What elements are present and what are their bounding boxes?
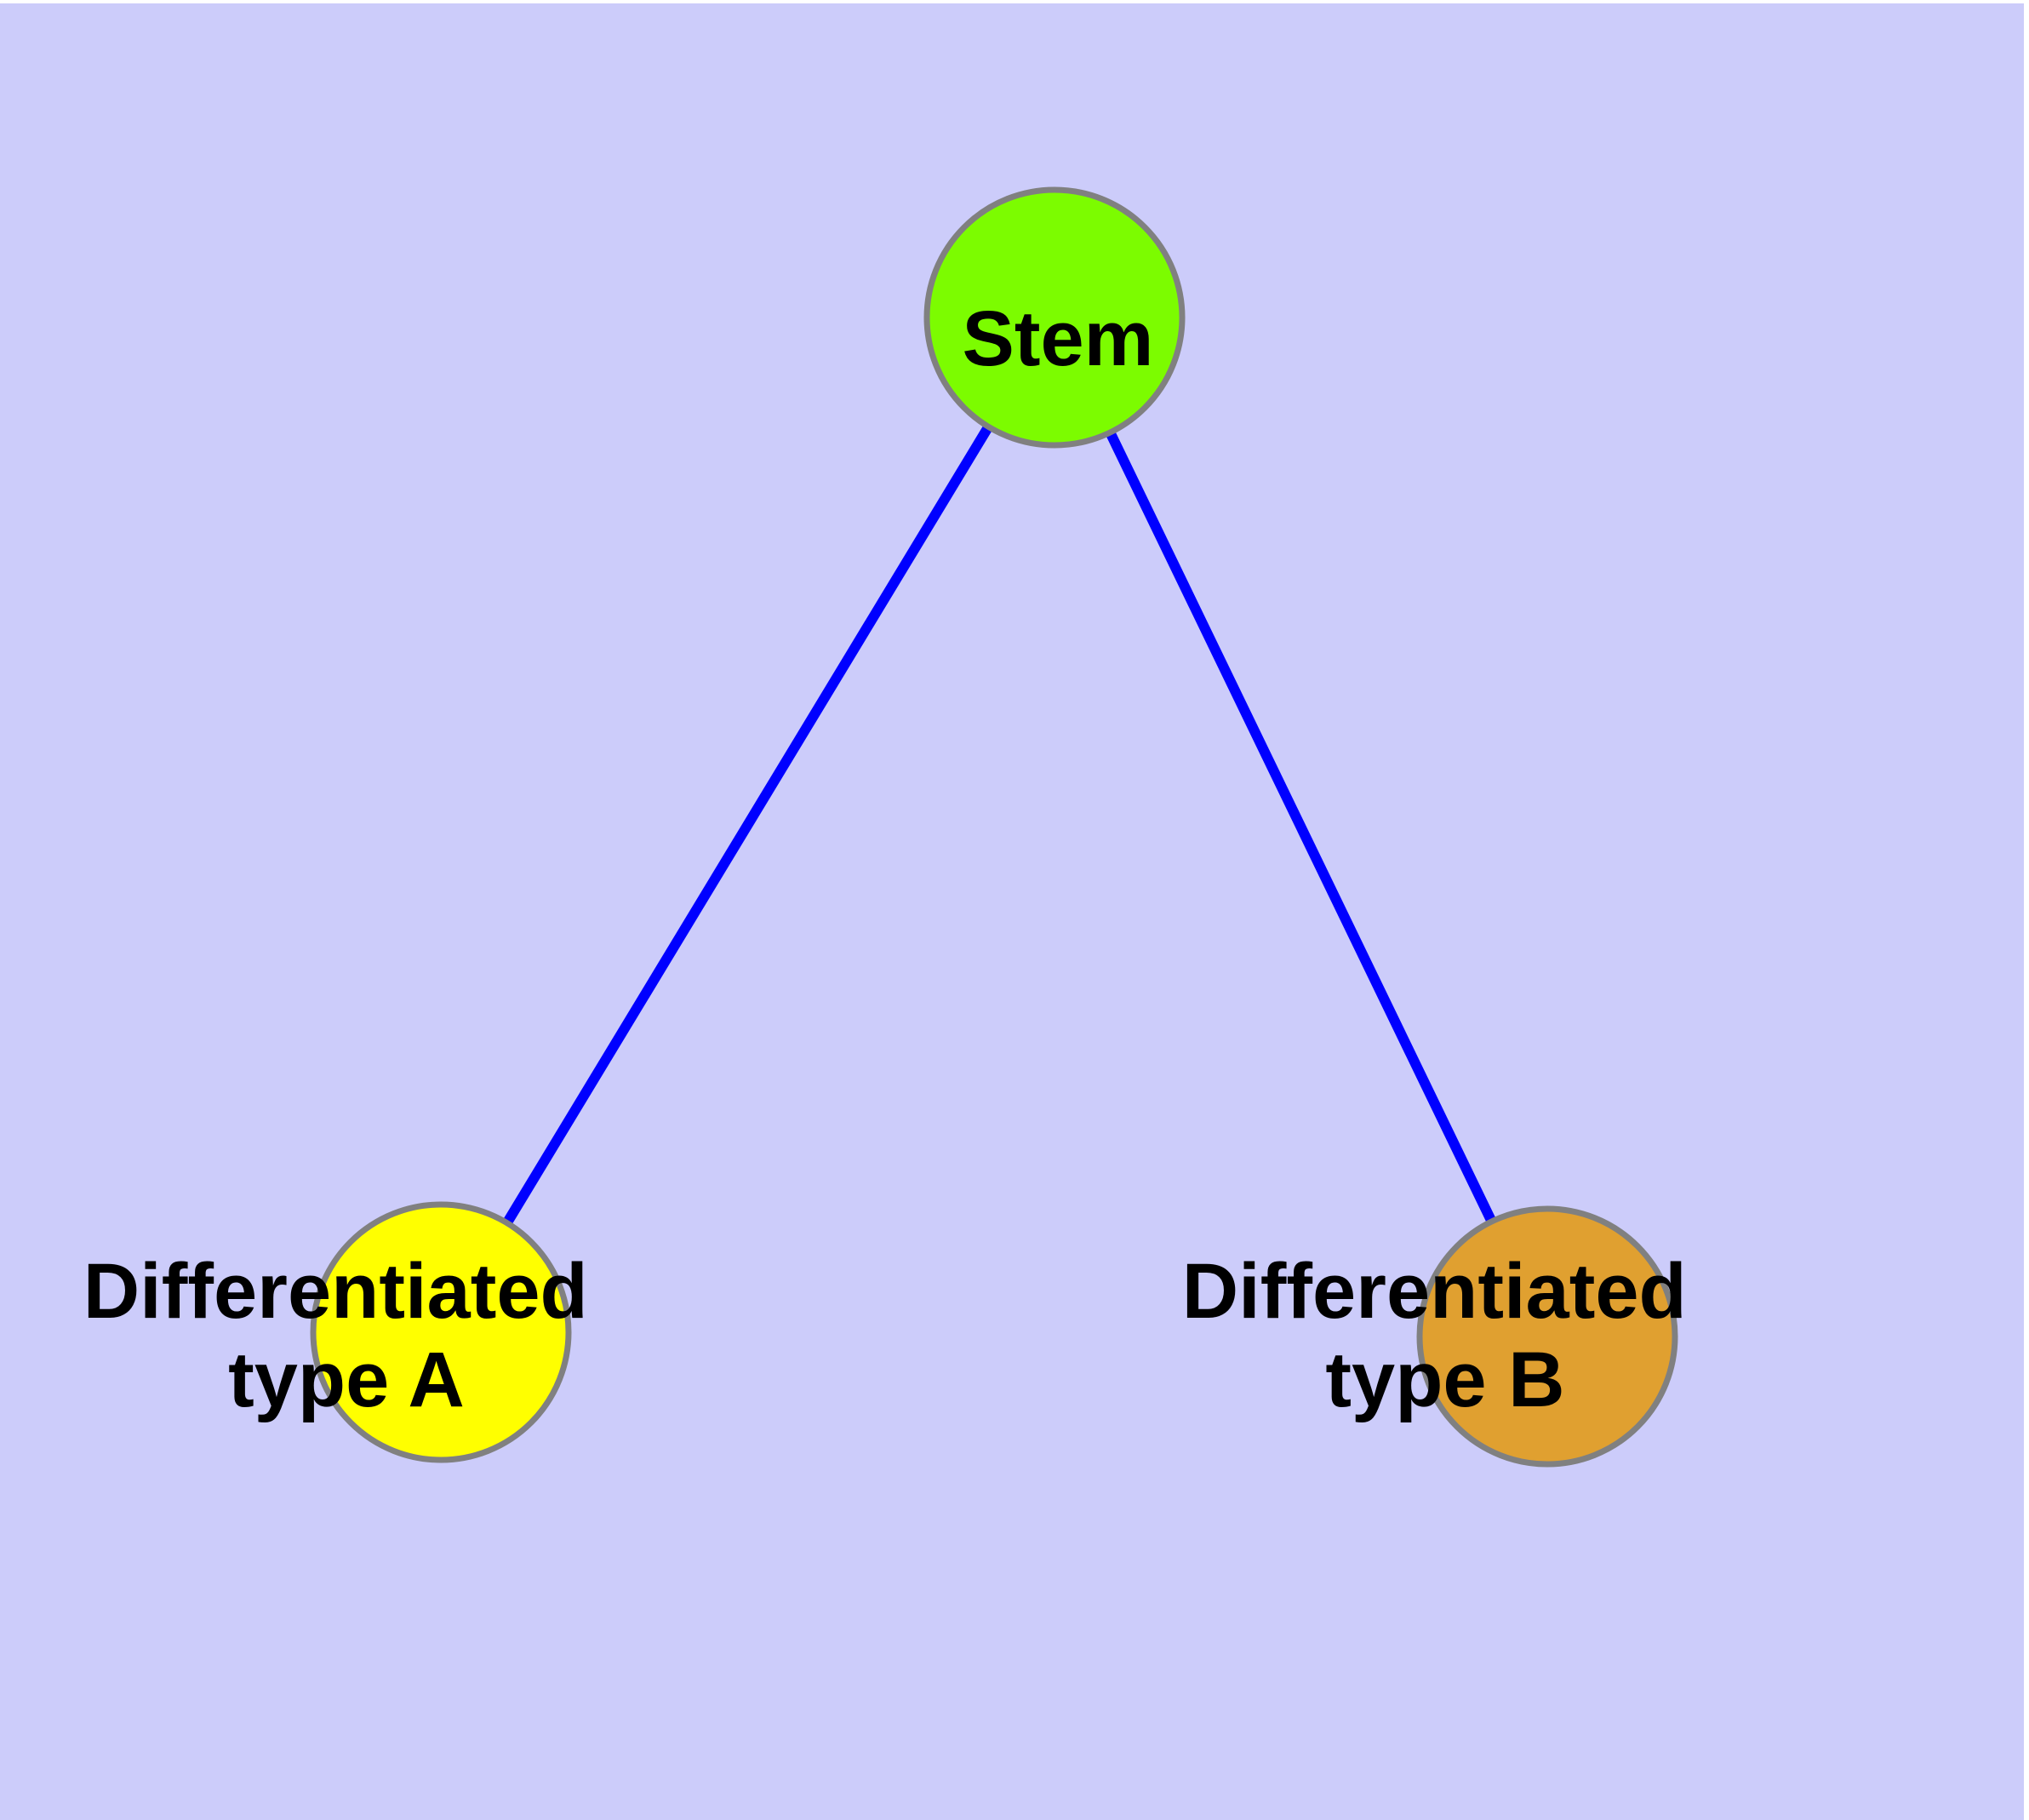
node-layer: Stem Differentiated type A Differentiate… bbox=[83, 186, 1709, 1468]
node-differentiated-type-b-circle[interactable] bbox=[1416, 1205, 1678, 1468]
node-differentiated-type-b-label-line2: type B bbox=[1325, 1336, 1564, 1423]
node-differentiated-type-a[interactable]: Differentiated type A bbox=[83, 1201, 610, 1463]
edge-layer bbox=[436, 314, 1552, 1339]
node-differentiated-type-a-label: Differentiated type A bbox=[83, 1248, 610, 1423]
node-differentiated-type-a-label-line2: type A bbox=[228, 1336, 465, 1423]
node-differentiated-type-b-label-line1: Differentiated bbox=[1182, 1248, 1687, 1335]
node-differentiated-type-a-label-line1: Differentiated bbox=[83, 1248, 588, 1335]
edge-stem-to-differentiated-type-a[interactable] bbox=[436, 314, 1060, 1336]
node-differentiated-type-a-circle[interactable] bbox=[310, 1201, 572, 1463]
node-stem-label-line1: Stem bbox=[963, 295, 1154, 382]
node-differentiated-type-b[interactable]: Differentiated type B bbox=[1182, 1205, 1709, 1468]
node-differentiated-type-b-label: Differentiated type B bbox=[1182, 1248, 1709, 1423]
edge-stem-to-differentiated-type-b[interactable] bbox=[1049, 315, 1552, 1339]
node-stem[interactable]: Stem bbox=[923, 186, 1186, 449]
node-stem-label: Stem bbox=[963, 295, 1154, 382]
node-stem-circle[interactable] bbox=[923, 186, 1186, 449]
